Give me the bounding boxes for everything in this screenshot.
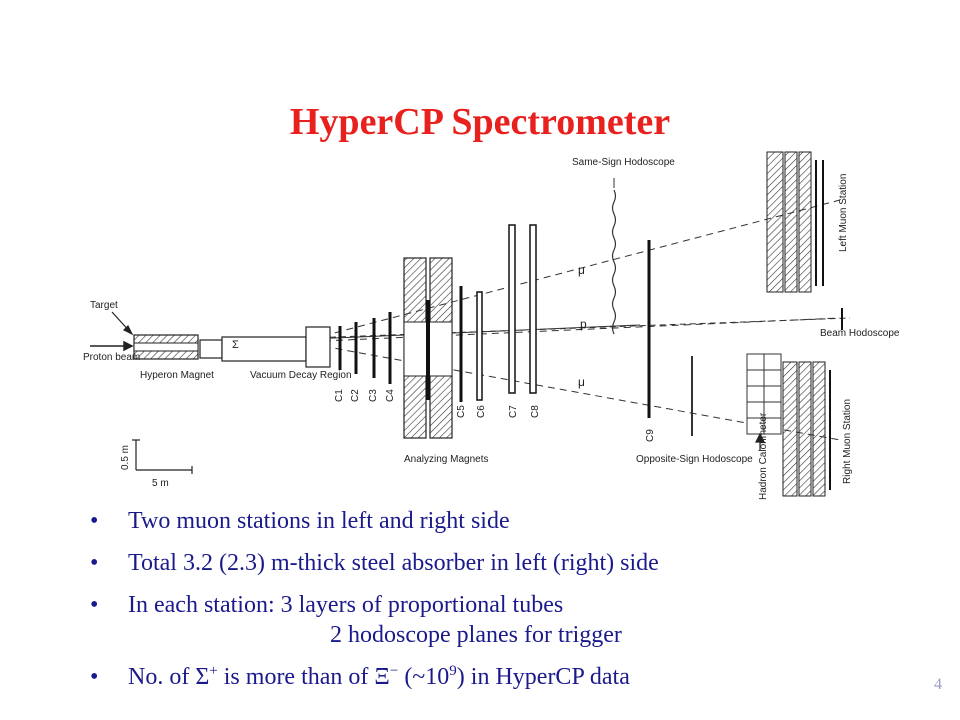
label-c8: C8 (530, 405, 541, 418)
label-scale-horizontal: 5 m (152, 478, 169, 489)
sigma-plus-superscript: + (209, 663, 218, 679)
label-scale-vertical: 0.5 m (120, 445, 131, 470)
bullet-dot: • (90, 550, 99, 576)
label-target: Target (90, 300, 118, 311)
bullet-text-prefix: No. of Σ (128, 664, 210, 690)
bullet-text: In each station: 3 layers of proportiona… (128, 592, 564, 618)
target-arrow-icon (111, 311, 134, 336)
label-vacuum-decay-region: Vacuum Decay Region (250, 370, 352, 381)
slide-title: HyperCP Spectrometer (289, 101, 671, 143)
scale-bar (132, 439, 193, 474)
bullet-item: • Total 3.2 (2.3) m-thick steel absorber… (90, 548, 890, 578)
label-hadron-calorimeter: Hadron Calorimeter (758, 412, 769, 500)
vacuum-decay-region (199, 326, 331, 368)
label-sigma: Σ (232, 339, 239, 351)
bullet-item: • Two muon stations in left and right si… (90, 506, 890, 536)
label-analyzing-magnets: Analyzing Magnets (404, 454, 489, 465)
bullet-list: • Two muon stations in left and right si… (90, 506, 890, 704)
exponent-superscript: 9 (449, 663, 457, 679)
bullet-item: • No. of Σ+ is more than of Ξ− (~109) in… (90, 662, 890, 692)
label-c1: C1 (334, 389, 345, 402)
label-mu-bottom: μ (578, 375, 585, 389)
label-c6: C6 (476, 405, 487, 418)
page-number: 4 (934, 676, 942, 693)
hadron-calorimeter-arrow-icon (755, 432, 765, 450)
xi-minus-superscript: − (389, 663, 399, 679)
bullet-text-continuation: 2 hodoscope planes for trigger (330, 622, 622, 648)
bullet-dot: • (90, 508, 99, 534)
bullet-text: Total 3.2 (2.3) m-thick steel absorber i… (128, 550, 659, 576)
label-p: p (580, 317, 587, 331)
left-muon-station (766, 151, 824, 293)
label-c7: C7 (508, 405, 519, 418)
label-beam-hodoscope: Beam Hodoscope (820, 328, 900, 339)
hadron-calorimeter (746, 353, 782, 435)
bullet-dot: • (90, 592, 99, 618)
bullet-item: • In each station: 3 layers of proportio… (90, 590, 890, 650)
bullet-text-paren: (~10 (398, 664, 450, 690)
spectrometer-diagram: Target Proton beam Hyperon Magnet Vacuum… (83, 151, 900, 500)
right-muon-station (782, 361, 831, 497)
bullet-text: Two muon stations in left and right side (128, 508, 510, 534)
same-sign-hodoscope (611, 189, 617, 335)
hyperon-magnet (133, 334, 199, 360)
label-c4: C4 (385, 389, 396, 402)
analyzing-magnets (403, 257, 453, 439)
chambers-c1-c4 (338, 312, 392, 384)
label-left-muon-station: Left Muon Station (838, 174, 849, 252)
bullet-dot: • (90, 664, 99, 690)
bullet-text-suffix: ) in HyperCP data (456, 664, 630, 690)
label-same-sign-hodoscope: Same-Sign Hodoscope (572, 157, 675, 168)
label-c2: C2 (350, 389, 361, 402)
label-c5: C5 (456, 405, 467, 418)
label-c9: C9 (645, 429, 656, 442)
label-proton-beam-text: Proton beam (83, 352, 140, 363)
label-hyperon-magnet: Hyperon Magnet (140, 370, 214, 381)
label-proton-beam: Proton beam (83, 352, 140, 363)
label-right-muon-station: Right Muon Station (842, 399, 853, 484)
proton-beam-arrow-icon (90, 340, 134, 352)
label-c3: C3 (368, 389, 379, 402)
label-opposite-sign-hodoscope: Opposite-Sign Hodoscope (636, 454, 753, 465)
bullet-text-mid: is more than of Ξ (217, 664, 390, 690)
chambers-c5-c8 (459, 224, 537, 402)
label-mu-top: μ (578, 263, 585, 277)
